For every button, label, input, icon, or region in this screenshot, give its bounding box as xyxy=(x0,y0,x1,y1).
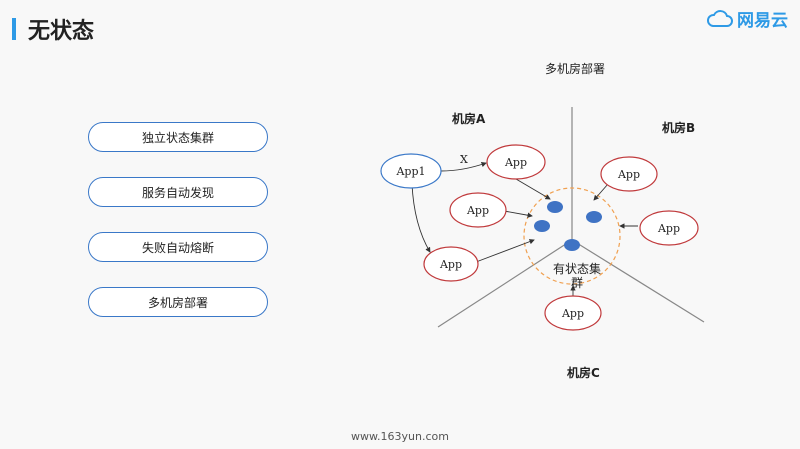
app1-node: App1 xyxy=(380,153,442,189)
logo: 网易云 xyxy=(706,6,788,31)
edge-app1-to-app-blocked xyxy=(440,161,487,172)
edge-app-to-cluster xyxy=(593,183,609,201)
title-accent-bar xyxy=(12,18,16,40)
list-item-multi-room: 多机房部署 xyxy=(88,287,268,317)
app-node: App xyxy=(423,246,479,282)
cluster-node-dot xyxy=(586,211,602,223)
app-node: App xyxy=(600,156,658,192)
node-label: App xyxy=(657,222,680,235)
list-item-service-discovery: 服务自动发现 xyxy=(88,177,268,207)
cluster-node-dot xyxy=(564,239,580,251)
node-label: App1 xyxy=(395,165,425,178)
divider-line-left xyxy=(437,239,573,328)
stateful-cluster-circle xyxy=(523,187,621,285)
node-label: App xyxy=(439,258,462,271)
node-label: App xyxy=(466,204,489,217)
edge-app1-to-app-bottom xyxy=(411,183,431,253)
app-node: App xyxy=(544,295,602,331)
room-a-label: 机房A xyxy=(452,112,486,126)
app-node: App xyxy=(639,210,699,246)
cluster-node-dot xyxy=(547,201,563,213)
room-c-label: 机房C xyxy=(567,366,600,380)
node-label: App xyxy=(617,168,640,181)
node-label: App xyxy=(504,156,527,169)
app-node: App xyxy=(449,192,507,228)
stateful-cluster-label: 有状态集群 xyxy=(552,262,601,290)
room-b-label: 机房B xyxy=(662,121,696,135)
logo-text: 网易云 xyxy=(737,11,788,31)
edge-app-to-cluster xyxy=(503,210,533,218)
node-label: App xyxy=(561,307,584,320)
cluster-node-dot xyxy=(534,220,550,232)
divider-line-right xyxy=(571,239,705,323)
footer-url: www.163yun.com xyxy=(351,430,449,443)
cloud-icon xyxy=(707,9,733,27)
diagram-heading: 多机房部署 xyxy=(545,62,606,76)
edge-label-x: X xyxy=(460,153,468,166)
list-item-circuit-breaker: 失败自动熔断 xyxy=(88,232,268,262)
app-node: App xyxy=(486,144,546,180)
page-title: 无状态 xyxy=(28,19,95,44)
list-item-stateful-cluster: 独立状态集群 xyxy=(88,122,268,152)
edge-app-to-cluster xyxy=(515,178,551,200)
edge-app-to-cluster xyxy=(475,239,535,263)
